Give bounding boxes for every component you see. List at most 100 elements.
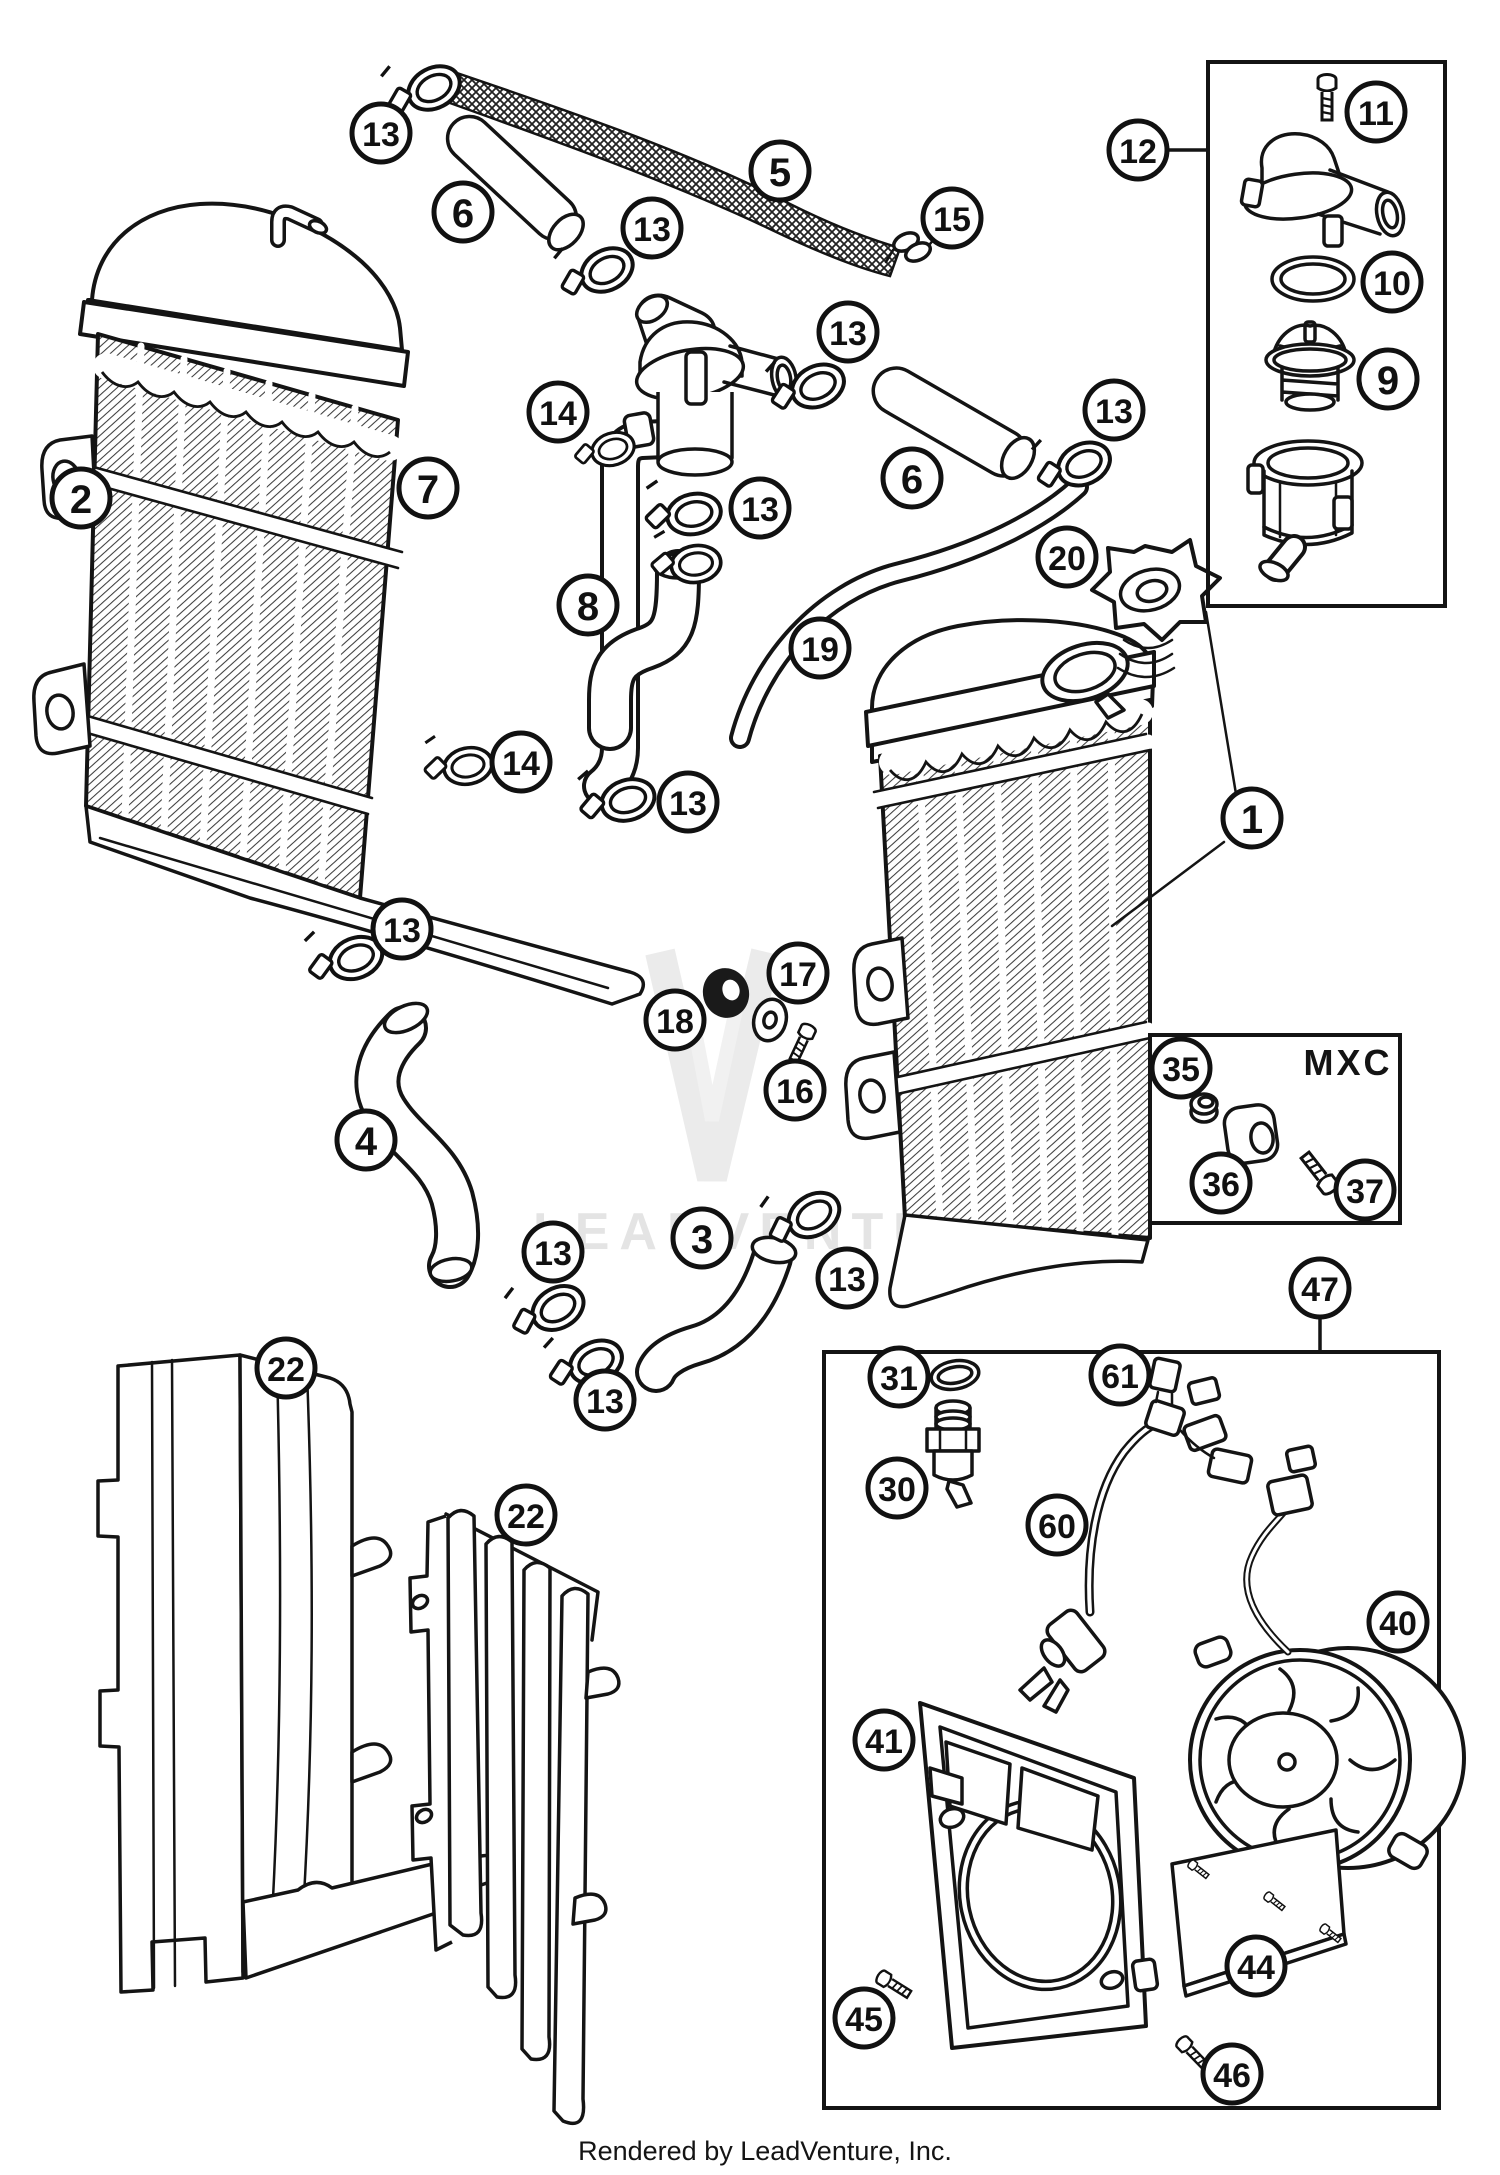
thermostat-kit-box	[1206, 60, 1447, 608]
callout-13: 13	[815, 1246, 879, 1310]
callout-60: 60	[1025, 1493, 1089, 1557]
callout-10: 10	[1360, 250, 1424, 314]
svg-text:22: 22	[267, 1351, 305, 1389]
svg-text:13: 13	[383, 912, 421, 950]
thermostat-9	[1264, 320, 1356, 412]
fan-kit-parts	[873, 1356, 1466, 2072]
callout-46: 46	[1200, 2042, 1264, 2106]
mxc-label: MXC	[1304, 1042, 1393, 1083]
callout-6: 6	[880, 446, 944, 510]
footer-credit: Rendered by LeadVenture, Inc.	[578, 2136, 952, 2166]
callout-19: 19	[788, 616, 852, 680]
mxc-kit-parts	[1189, 1092, 1342, 1199]
callout-6: 6	[431, 180, 495, 244]
svg-text:13: 13	[828, 1261, 866, 1299]
screw-11	[1316, 73, 1338, 122]
callout-9: 9	[1356, 347, 1420, 411]
svg-text:13: 13	[669, 785, 707, 823]
callout-13: 13	[816, 300, 880, 364]
svg-text:13: 13	[586, 1383, 624, 1421]
o-ring-31	[929, 1358, 981, 1392]
callout-13: 13	[573, 1368, 637, 1432]
callout-31: 31	[867, 1345, 931, 1409]
svg-text:6: 6	[452, 192, 474, 236]
svg-text:47: 47	[1301, 1271, 1339, 1309]
callout-13: 13	[521, 1220, 585, 1284]
louver-clip	[571, 1892, 608, 1926]
leader-lines	[1110, 148, 1322, 1353]
callout-22: 22	[494, 1483, 558, 1547]
callout-4: 4	[334, 1108, 398, 1172]
svg-text:22: 22	[507, 1498, 545, 1536]
svg-text:35: 35	[1162, 1051, 1200, 1089]
callout-40: 40	[1366, 1590, 1430, 1654]
louver-clip	[584, 1666, 621, 1700]
svg-text:36: 36	[1202, 1166, 1240, 1204]
hose-4	[354, 1001, 481, 1289]
louver-panel-left	[96, 1353, 504, 1994]
callout-3: 3	[670, 1206, 734, 1270]
callout-36: 36	[1189, 1151, 1253, 1215]
o-ring-10	[1270, 255, 1356, 303]
svg-text:3: 3	[691, 1218, 713, 1262]
callout-11: 11	[1344, 80, 1408, 144]
thermostat-housing-bottom	[1246, 439, 1364, 583]
fan-frame-41	[918, 1701, 1160, 2050]
svg-text:13: 13	[534, 1235, 572, 1273]
callout-12: 12	[1106, 118, 1170, 182]
svg-text:13: 13	[362, 116, 400, 154]
callout-16: 16	[763, 1058, 827, 1122]
callout-13: 13	[1082, 378, 1146, 442]
callout-20: 20	[1035, 525, 1099, 589]
svg-text:9: 9	[1377, 359, 1399, 403]
callout-17: 17	[766, 941, 830, 1005]
svg-text:13: 13	[741, 491, 779, 529]
roller-36	[1222, 1103, 1280, 1165]
svg-text:14: 14	[539, 395, 577, 433]
callout-41: 41	[852, 1708, 916, 1772]
callout-15: 15	[920, 186, 984, 250]
callout-45: 45	[832, 1986, 896, 2050]
callout-37: 37	[1333, 1158, 1397, 1222]
callout-1: 1	[1220, 786, 1284, 850]
temp-sensor-60	[1018, 1398, 1254, 1714]
svg-text:1: 1	[1241, 798, 1263, 842]
svg-text:20: 20	[1048, 540, 1086, 578]
svg-text:40: 40	[1379, 1605, 1417, 1643]
thermostat-housing-top	[1239, 132, 1406, 248]
svg-text:44: 44	[1237, 1949, 1275, 1987]
hose-6-lower	[871, 366, 1037, 481]
callout-30: 30	[865, 1456, 929, 1520]
callout-13: 13	[370, 897, 434, 961]
hose-19-vent	[729, 476, 1089, 749]
louver-clip	[350, 1536, 393, 1578]
svg-text:60: 60	[1038, 1508, 1076, 1546]
svg-text:14: 14	[502, 745, 540, 783]
svg-text:10: 10	[1373, 265, 1411, 303]
radiator-right	[844, 618, 1156, 1309]
callout-18: 18	[643, 988, 707, 1052]
louver-clip	[350, 1742, 393, 1784]
callout-13: 13	[620, 196, 684, 260]
svg-text:12: 12	[1119, 133, 1157, 171]
radiator-right-bottom-tank	[888, 1213, 1150, 1309]
callout-13: 13	[349, 101, 413, 165]
svg-text:8: 8	[577, 585, 599, 629]
fuse-61	[1148, 1356, 1222, 1406]
hose-overflow-braided	[434, 68, 902, 278]
svg-text:7: 7	[417, 468, 439, 512]
svg-text:30: 30	[878, 1471, 916, 1509]
svg-text:2: 2	[70, 478, 92, 522]
svg-text:61: 61	[1101, 1358, 1139, 1396]
louver-panel-right	[408, 1508, 621, 2126]
svg-text:15: 15	[933, 201, 971, 239]
callout-13: 13	[656, 770, 720, 834]
callout-47: 47	[1288, 1256, 1352, 1320]
callout-8: 8	[556, 573, 620, 637]
callout-14: 14	[489, 730, 553, 794]
washer-17	[751, 997, 789, 1043]
callout-35: 35	[1149, 1036, 1213, 1100]
svg-text:13: 13	[1095, 393, 1133, 431]
callout-44: 44	[1224, 1934, 1288, 1998]
